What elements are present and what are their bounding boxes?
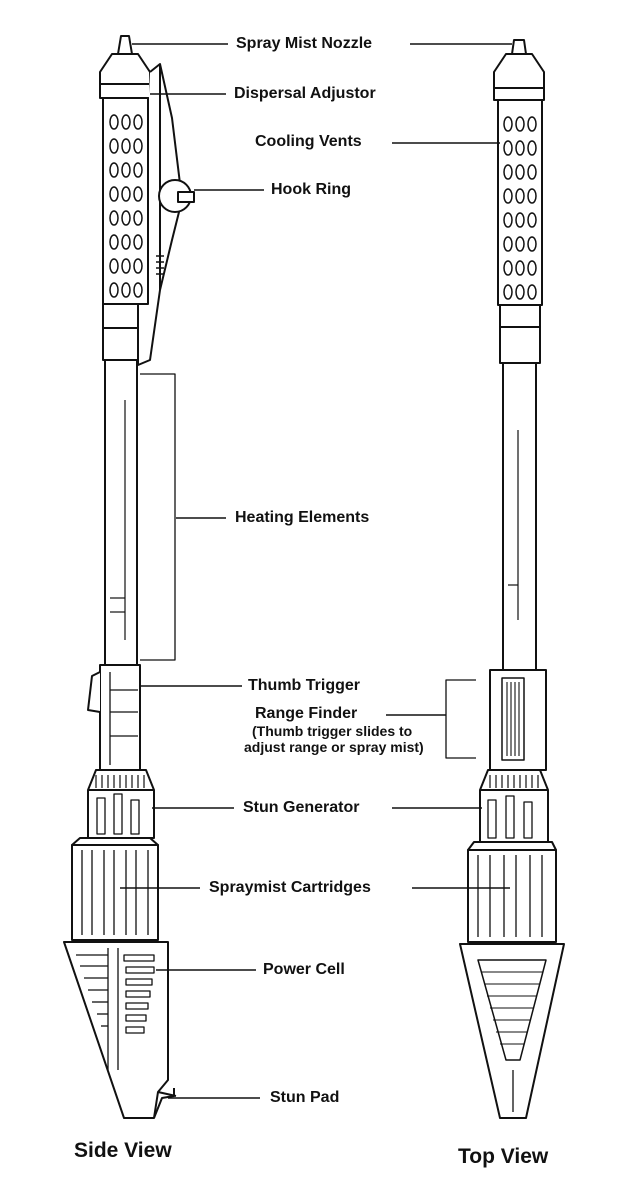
- label-dispersal-adjustor: Dispersal Adjustor: [234, 85, 376, 102]
- side-shaft: [104, 359, 138, 666]
- top-adjustor: [493, 53, 545, 101]
- top-spraymist-cartridges: [467, 849, 557, 943]
- label-stun-pad: Stun Pad: [270, 1089, 340, 1106]
- leader-lines: [120, 43, 512, 1099]
- label-thumb-trigger: Thumb Trigger: [248, 677, 360, 694]
- top-nozzle: [511, 39, 527, 55]
- label-range-finder-note-2: adjust range or spray mist): [244, 739, 424, 755]
- top-shaft: [502, 362, 537, 671]
- side-vent-ovals: [109, 114, 143, 298]
- side-spraymist-cartridges: [71, 844, 159, 941]
- side-nozzle: [117, 35, 133, 55]
- side-view-device: [63, 35, 195, 1119]
- label-side-view: Side View: [74, 1139, 172, 1162]
- top-range-finder: [489, 669, 547, 771]
- label-stun-generator: Stun Generator: [243, 799, 360, 816]
- label-cooling-vents: Cooling Vents: [255, 133, 362, 150]
- side-power-cell-slots: [123, 954, 155, 1034]
- top-vent-ovals: [503, 116, 537, 300]
- range-bracket: [445, 679, 476, 759]
- heating-bracket: [140, 373, 176, 661]
- side-thumb-trigger: [87, 671, 101, 713]
- side-adjustor: [99, 53, 151, 89]
- label-heating-elements: Heating Elements: [235, 509, 370, 526]
- label-top-view: Top View: [458, 1145, 549, 1168]
- label-power-cell: Power Cell: [263, 961, 345, 978]
- top-lower-body: [459, 943, 565, 1119]
- side-stun-pad: [153, 1088, 175, 1119]
- label-spraymist-cartridges: Spraymist Cartridges: [209, 879, 371, 896]
- label-spray-mist-nozzle: Spray Mist Nozzle: [236, 35, 373, 52]
- label-range-finder-note-1: (Thumb trigger slides to: [252, 723, 413, 739]
- top-view-device: [445, 39, 565, 1119]
- label-hook-ring: Hook Ring: [271, 181, 351, 198]
- side-lower-body: [63, 941, 169, 1119]
- side-trigger-housing: [99, 664, 141, 771]
- label-range-finder: Range Finder: [255, 705, 358, 722]
